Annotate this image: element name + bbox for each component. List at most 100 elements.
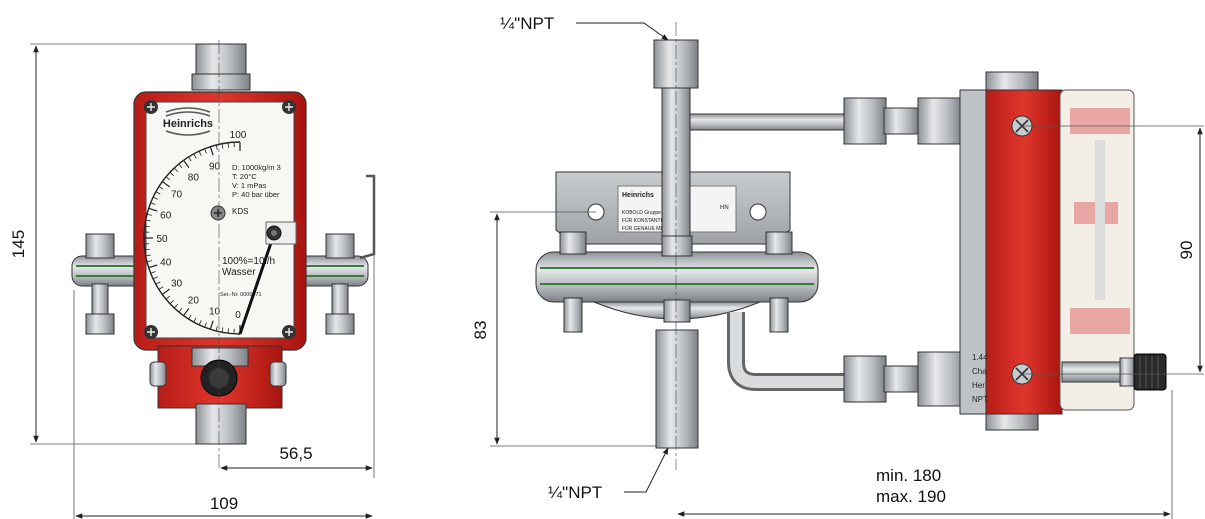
scale-tick <box>209 320 214 330</box>
center-screw-icon <box>210 205 226 221</box>
scale-ticks <box>144 142 241 334</box>
scale-tick <box>215 144 218 150</box>
dimension-span-90: 90 <box>1022 125 1204 375</box>
spec-viscosity: V: 1 mPas <box>232 181 267 190</box>
scale-tick <box>161 288 170 295</box>
scale-label: 60 <box>160 211 172 222</box>
scale-tick <box>215 326 218 332</box>
scale-tick <box>178 307 183 313</box>
dimension-length-180-190: min. 180 max. 190 <box>677 390 1173 519</box>
svg-text:90: 90 <box>1177 241 1196 260</box>
spec-density: D: 1000kg/m 3 <box>232 163 281 172</box>
scale-tick <box>165 295 171 300</box>
scale-tick <box>221 327 224 333</box>
scale-label: 50 <box>156 234 168 245</box>
scale-label: 20 <box>188 295 200 306</box>
dimension-height-83: 83 <box>471 211 656 447</box>
side-label-line3: FÜR GENAUE MESSUNG <box>622 225 682 232</box>
scale-tick <box>193 153 197 159</box>
scale-tick <box>209 146 214 156</box>
scale-tick <box>148 207 158 212</box>
scale-tick <box>148 264 158 269</box>
svg-text:56,5: 56,5 <box>279 444 312 463</box>
svg-text:Heinrichs: Heinrichs <box>163 118 213 130</box>
scale-tick <box>158 286 164 290</box>
dial-serial: Ser.-Nr. 0000071 <box>220 292 262 298</box>
scale-tick <box>204 148 207 154</box>
scale-tick <box>183 308 190 317</box>
scale-tick <box>204 322 207 328</box>
scale-tick <box>169 300 174 305</box>
scale-tick <box>155 281 161 285</box>
svg-text:83: 83 <box>471 321 490 340</box>
meter-label-2: Cha <box>972 367 987 376</box>
pointer-needle <box>238 221 297 335</box>
dimension-offset-56-5: 56,5 <box>220 240 375 478</box>
side-label-code: HN <box>720 205 729 211</box>
scale-tick <box>165 176 171 181</box>
scale-tick <box>188 314 192 320</box>
scale-tick <box>150 202 156 205</box>
scale-tick <box>169 171 174 176</box>
meter-label-3: Her <box>972 381 985 390</box>
scale-tick <box>173 167 178 172</box>
spec-pressure: P: 40 bar über <box>232 190 280 199</box>
scale-tick <box>155 191 161 195</box>
svg-text:145: 145 <box>9 230 28 258</box>
dimension-height-145: 145 <box>9 43 196 445</box>
scale-tick <box>152 276 158 280</box>
label-thread-bottom: ¼"NPT <box>548 447 669 502</box>
scale-tick <box>144 249 150 251</box>
scale-tick <box>227 328 229 334</box>
scale-tick <box>198 150 202 156</box>
scale-tick <box>145 254 151 257</box>
dial-code: KDS <box>232 207 248 216</box>
svg-text:109: 109 <box>210 494 238 513</box>
side-label-line1: KOBOLD Gruppe <box>622 210 661 216</box>
brand-logo: Heinrichs <box>163 107 213 136</box>
scale-tick <box>152 196 158 200</box>
scale-tick <box>188 156 192 162</box>
screw-icon <box>144 100 296 339</box>
label-thread-top: ¼"NPT <box>500 14 669 41</box>
dial-range: 100%=10l/h <box>222 256 275 267</box>
scale-tick <box>173 304 178 309</box>
scale-label: 30 <box>171 279 183 290</box>
scale-label: 90 <box>209 162 221 173</box>
side-label-brand: Heinrichs <box>622 192 654 199</box>
scale-tick <box>221 143 224 149</box>
meter-label-4: NPT <box>972 395 988 404</box>
dial-medium: Wasser <box>222 267 256 278</box>
scale-tick <box>161 181 170 188</box>
scale-tick <box>198 320 202 326</box>
scale-label: 0 <box>235 310 241 321</box>
spec-temperature: T: 20°C <box>232 172 257 181</box>
scale-tick <box>144 225 150 227</box>
svg-text:min. 180: min. 180 <box>876 466 941 485</box>
dimension-width-109: 109 <box>73 290 373 519</box>
scale-label: 40 <box>160 257 172 268</box>
scale-tick <box>146 260 152 263</box>
scale-tick <box>146 213 152 216</box>
scale-tick <box>145 219 151 222</box>
scale-tick <box>158 186 164 190</box>
svg-text:¼"NPT: ¼"NPT <box>500 14 554 33</box>
needle-valve-knob-icon <box>1133 353 1167 391</box>
side-view: Heinrichs KOBOLD Gruppe FÜR KONSTANTEN D… <box>535 22 1167 470</box>
scale-label: 100 <box>230 130 247 141</box>
scale-label: 70 <box>171 189 183 200</box>
side-label-line2: FÜR KONSTANTEN DRUCK <box>622 217 687 224</box>
svg-text:¼"NPT: ¼"NPT <box>548 483 602 502</box>
scale-label: 10 <box>209 306 221 317</box>
scale-tick <box>150 271 156 274</box>
meter-label-1: 1.44 <box>972 353 988 362</box>
scale-tick <box>193 317 197 323</box>
svg-text:max. 190: max. 190 <box>876 487 946 506</box>
scale-label: 80 <box>188 173 200 184</box>
scale-tick <box>183 159 190 168</box>
scale-tick <box>227 142 229 148</box>
scale-tick <box>178 163 183 169</box>
